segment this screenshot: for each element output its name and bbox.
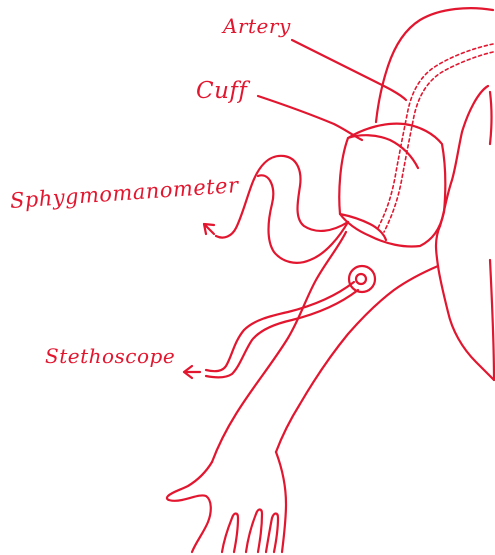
arm-outline-elbow xyxy=(436,226,494,380)
stethoscope-label: Stethoscope xyxy=(45,346,175,366)
cuff-leader-line xyxy=(258,96,362,140)
artery-leader-line xyxy=(292,40,406,100)
stethoscope-tube-1 xyxy=(206,282,354,371)
hand-finger-2 xyxy=(222,514,238,553)
arm-outline-upper xyxy=(376,8,493,122)
stethoscope-chestpiece-inner xyxy=(356,274,366,284)
artery-line-inner xyxy=(384,52,493,232)
stethoscope-tube-2 xyxy=(206,290,358,377)
arm-outline-forearm-upper xyxy=(212,232,346,462)
cuff-top-band xyxy=(348,135,418,168)
cuff-label: Cuff xyxy=(196,80,247,103)
stethoscope-arrow xyxy=(184,366,200,378)
arm-outline-forearm-lower xyxy=(276,266,438,452)
upper-arm-right-edge xyxy=(490,260,494,380)
stethoscope-chestpiece-outer xyxy=(349,266,375,292)
hand-finger-3 xyxy=(246,510,262,553)
arm-outline-lower xyxy=(440,86,488,226)
hand-finger-4 xyxy=(266,514,278,553)
sphygmomanometer-arrow xyxy=(204,224,214,234)
upper-arm-top-edge xyxy=(490,92,492,144)
hand-outline xyxy=(167,462,212,552)
artery-label: Artery xyxy=(223,16,291,36)
